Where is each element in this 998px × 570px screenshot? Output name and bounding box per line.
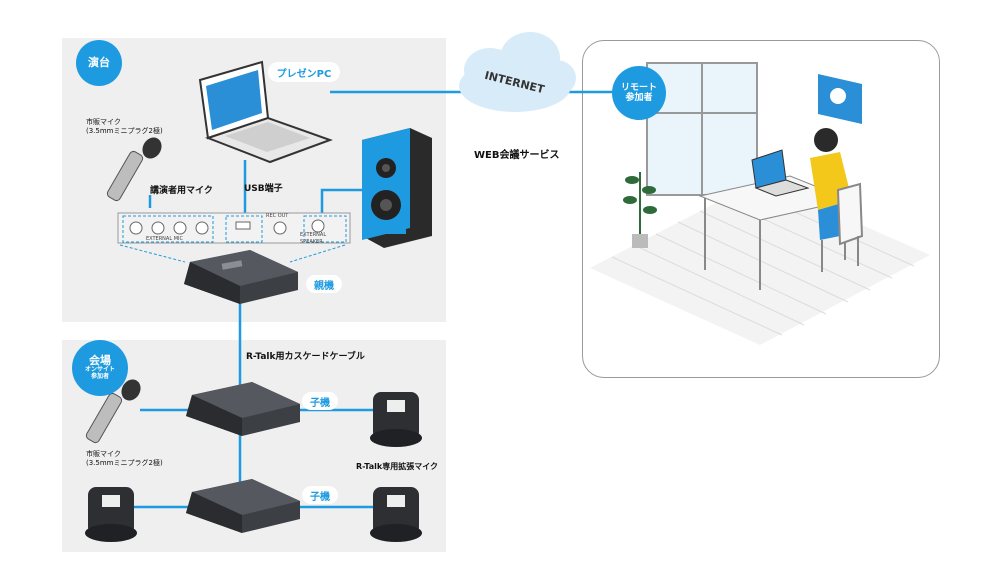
microphone-icon bbox=[106, 137, 162, 202]
cascade-label: R-Talk用カスケードケーブル bbox=[246, 352, 365, 362]
extension-mic-3 bbox=[85, 487, 137, 542]
stage-tag: 演台 bbox=[76, 40, 122, 86]
mic-bottom-line2: (3.5mmミニプラグ2極) bbox=[86, 459, 163, 467]
child-device-1 bbox=[186, 382, 300, 436]
extension-mic-2 bbox=[370, 487, 422, 542]
venue-tag: 会場 オンサイト 参加者 bbox=[72, 340, 128, 396]
remote-laptop-icon bbox=[751, 149, 810, 197]
child2-label: 子機 bbox=[302, 486, 338, 504]
panel-external-speaker: EXTERNAL SPEAKER bbox=[300, 232, 327, 245]
speaker-icon bbox=[362, 128, 432, 248]
presenter-pc-label: プレゼンPC bbox=[268, 62, 340, 82]
stage-tag-text: 演台 bbox=[88, 55, 110, 69]
speaker-mic-label: 講演者用マイク bbox=[150, 186, 213, 196]
remote-tag: リモート 参加者 bbox=[612, 66, 666, 120]
back-panel bbox=[117, 212, 351, 244]
mic-top-line1: 市販マイク bbox=[86, 118, 121, 126]
child1-label: 子機 bbox=[302, 392, 338, 410]
web-service-label: WEB会議サービス bbox=[474, 150, 560, 161]
master-device bbox=[184, 250, 298, 304]
chair-icon bbox=[821, 182, 864, 272]
laptop-icon bbox=[198, 60, 333, 164]
mic-top-line2: (3.5mmミニプラグ2極) bbox=[86, 127, 163, 135]
master-label: 親機 bbox=[306, 275, 342, 293]
remote-tag-line1: リモート bbox=[620, 82, 657, 93]
window-icon bbox=[646, 62, 758, 196]
microphone-icon-2 bbox=[85, 379, 141, 444]
plant-icon bbox=[623, 172, 657, 248]
wall-picture-icon bbox=[818, 74, 862, 124]
venue-tag-line3: 参加者 bbox=[90, 373, 109, 381]
child-device-2 bbox=[186, 479, 300, 533]
mic-bottom-line1: 市販マイク bbox=[86, 450, 121, 458]
cloud-icon bbox=[459, 32, 576, 112]
ext-mic-label: R-Talk専用拡張マイク bbox=[356, 462, 439, 471]
usb-port-label: USB端子 bbox=[244, 184, 283, 194]
panel-rec-out: REC OUT bbox=[266, 213, 289, 219]
venue-tag-line2: オンサイト bbox=[84, 366, 115, 374]
extension-mic-1 bbox=[370, 392, 422, 447]
panel-external-mic: EXTERNAL MIC bbox=[146, 236, 183, 242]
venue-tag-line1: 会場 bbox=[89, 353, 111, 367]
remote-tag-line2: 参加者 bbox=[625, 93, 653, 103]
